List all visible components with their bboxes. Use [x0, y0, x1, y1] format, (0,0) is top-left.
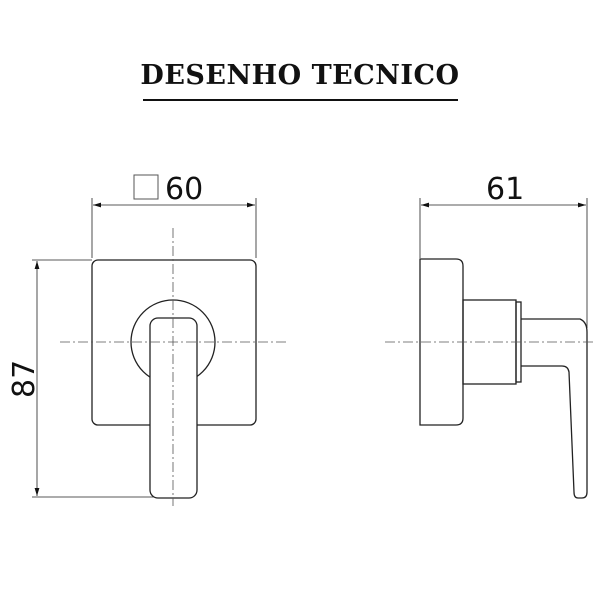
- front-view: [32, 174, 288, 506]
- square-symbol: [133, 174, 159, 200]
- title-underline: [143, 99, 458, 101]
- drawing-title: DESENHO TECNICO: [140, 60, 460, 91]
- side-plate: [419, 258, 464, 426]
- lever-handle: [149, 317, 198, 499]
- depth-label: 61: [486, 172, 524, 207]
- side-view: [385, 198, 595, 499]
- height-label: 87: [7, 360, 42, 398]
- width-label: 60: [165, 172, 203, 207]
- side-lever: [521, 318, 588, 499]
